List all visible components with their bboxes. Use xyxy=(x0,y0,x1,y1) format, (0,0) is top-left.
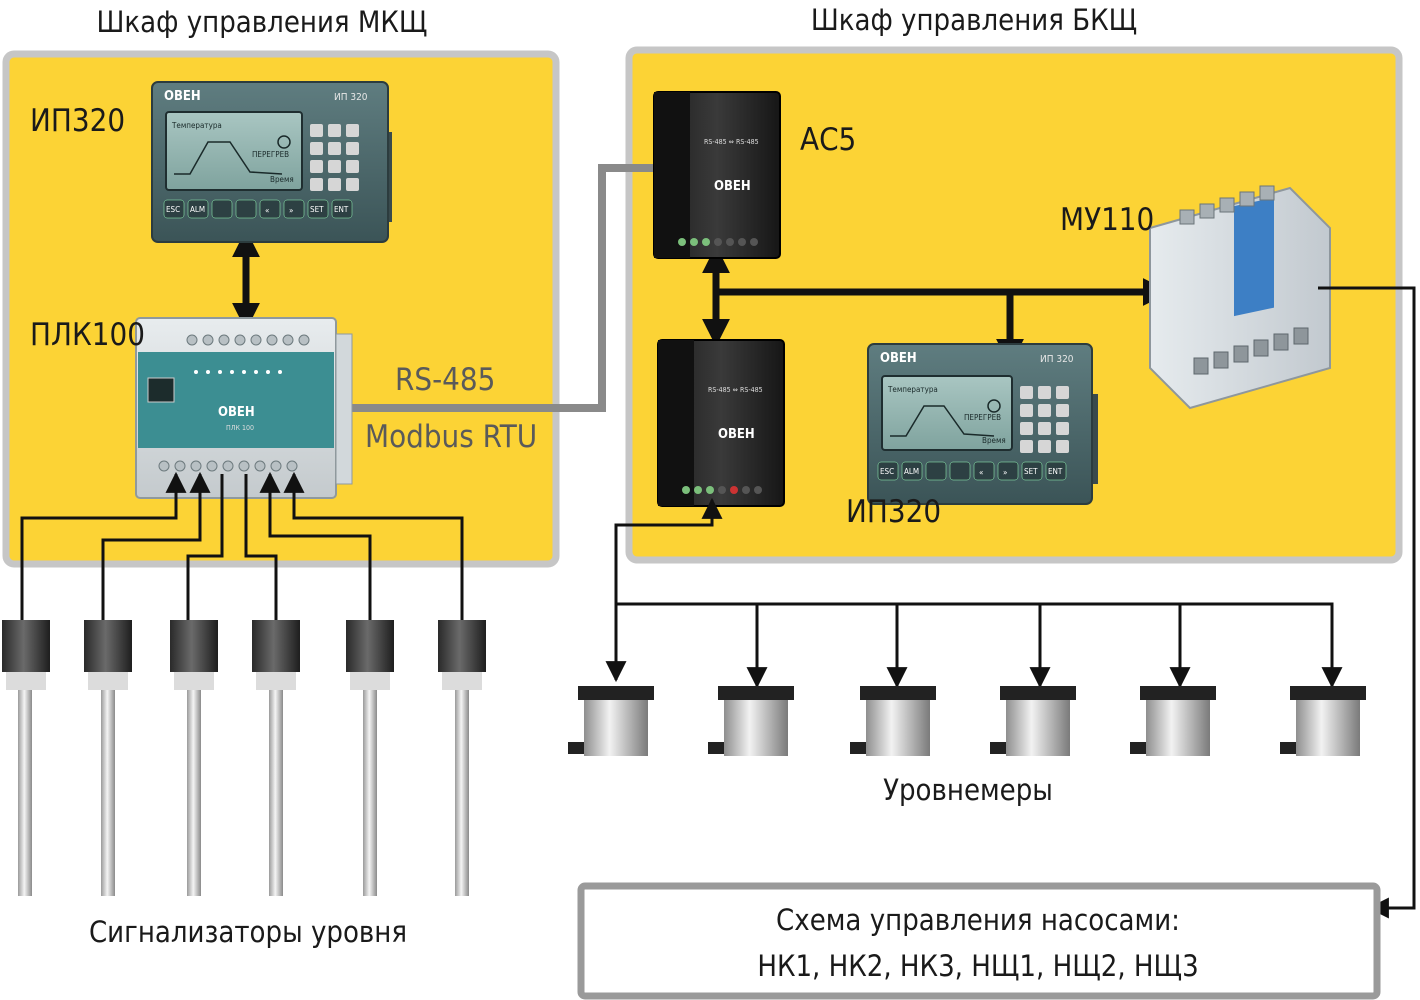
svg-text:RS-485 ⇔ RS-485: RS-485 ⇔ RS-485 xyxy=(704,138,759,146)
level-switch xyxy=(346,620,394,896)
svg-text:RS-485 ⇔ RS-485: RS-485 ⇔ RS-485 xyxy=(708,386,763,394)
ip320-mksh-numpad xyxy=(310,124,359,191)
pump-control-box xyxy=(577,882,1381,1000)
level-meter xyxy=(568,686,654,756)
ac5-top-device: RS-485 ⇔ RS-485 ОВЕН xyxy=(653,91,781,259)
level-switches-label: Сигнализаторы уровня xyxy=(89,915,407,949)
svg-text:ALM: ALM xyxy=(190,205,205,214)
mu110-output-wire xyxy=(1318,286,1416,919)
ip320-bksh-brand: ОВЕН xyxy=(880,351,917,366)
svg-text:«: « xyxy=(265,206,269,215)
ip320-bksh-label: ИП320 xyxy=(846,494,941,530)
pump-control-line1: Схема управления насосами: xyxy=(776,903,1180,937)
level-switch-wiring xyxy=(20,471,464,620)
svg-text:ENT: ENT xyxy=(334,205,349,214)
svg-text:»: » xyxy=(1003,468,1007,477)
level-switch xyxy=(438,620,486,896)
plc100-ethernet-port xyxy=(147,377,175,403)
ip320-mksh-screen-alarm: ПЕРЕГРЕВ xyxy=(252,150,289,159)
level-meter-wiring xyxy=(605,497,1343,689)
level-meter xyxy=(1130,686,1216,756)
ip320-bksh-numpad xyxy=(1020,386,1069,453)
ip320-mksh-brand: ОВЕН xyxy=(164,89,201,104)
ip320-bksh-device: ОВЕН ИП 320 Температура ПЕРЕГРЕВ Время E… xyxy=(867,343,1098,505)
ac5-bottom-terminals xyxy=(682,486,714,494)
mu110-device xyxy=(1149,185,1331,410)
svg-text:ALM: ALM xyxy=(904,467,919,476)
ac5-top-terminals xyxy=(678,238,710,246)
plc100-model: ПЛК 100 xyxy=(226,424,254,432)
ip320-mksh-function-keys: ESC ALM « » SET ENT xyxy=(163,199,353,219)
level-meter xyxy=(990,686,1076,756)
ip320-mksh-label: ИП320 xyxy=(30,103,125,139)
cabinet-mksh-title: Шкаф управления МКЩ xyxy=(97,5,428,39)
level-switch xyxy=(252,620,300,896)
mu110-bottom-terminals xyxy=(1193,327,1309,375)
svg-text:»: » xyxy=(289,206,293,215)
level-switches xyxy=(2,620,486,896)
ip320-mksh-screen-title: Температура xyxy=(171,121,222,130)
ip320-bksh-screen-alarm: ПЕРЕГРЕВ xyxy=(964,413,1001,422)
ip320-mksh-model: ИП 320 xyxy=(334,92,368,103)
ac5-top-label: АС5 xyxy=(800,122,856,158)
plc100-bottom-terminals xyxy=(158,460,298,472)
ip320-mksh-screen xyxy=(165,111,303,191)
svg-text:«: « xyxy=(979,468,983,477)
cabinet-bksh-panel xyxy=(625,46,1403,564)
plc100-label: ПЛК100 xyxy=(30,317,145,353)
svg-text:SET: SET xyxy=(1024,467,1038,476)
plc100-top-terminals xyxy=(186,334,310,346)
level-switch xyxy=(2,620,50,896)
svg-text:ENT: ENT xyxy=(1048,467,1063,476)
ac5-bottom-device: RS-485 ⇔ RS-485 ОВЕН xyxy=(657,339,785,507)
level-switch xyxy=(170,620,218,896)
plc100-brand: ОВЕН xyxy=(218,405,255,420)
svg-text:ESC: ESC xyxy=(166,205,180,214)
level-meter xyxy=(1280,686,1366,756)
level-meter xyxy=(850,686,936,756)
pump-control-line2: НК1, НК2, НК3, НЩ1, НЩ2, НЩ3 xyxy=(757,949,1198,983)
ip320-bksh-function-keys: ESC ALM « » SET ENT xyxy=(877,461,1067,481)
ip320-bksh-screen xyxy=(881,375,1013,451)
level-meters-label: Уровнемеры xyxy=(883,773,1053,807)
plc100-device: ОВЕН ПЛК 100 xyxy=(135,317,353,499)
ip320-mksh-device: ОВЕН ИП 320 Температура ПЕРЕГРЕВ Время E… xyxy=(151,81,392,243)
rs485-bus-line xyxy=(336,164,665,412)
ac5-top-brand: ОВЕН xyxy=(714,179,751,194)
level-meter xyxy=(708,686,794,756)
ac5-bottom-brand: ОВЕН xyxy=(718,427,755,442)
ip320-bksh-screen-axis: Время xyxy=(982,436,1006,445)
level-switch xyxy=(84,620,132,896)
bus-interface-label: RS-485 xyxy=(395,362,495,398)
level-meters xyxy=(568,686,1366,756)
svg-text:SET: SET xyxy=(310,205,324,214)
ip320-mksh-screen-axis: Время xyxy=(270,175,294,184)
ip320-bksh-model: ИП 320 xyxy=(1040,354,1074,365)
ip320-bksh-screen-title: Температура xyxy=(887,385,938,394)
mu110-label: МУ110 xyxy=(1060,202,1154,238)
cabinet-bksh-title: Шкаф управления БКЩ xyxy=(811,3,1137,37)
mu110-top-terminals xyxy=(1179,185,1275,225)
bus-protocol-label: Modbus RTU xyxy=(365,419,537,455)
svg-text:ESC: ESC xyxy=(880,467,894,476)
